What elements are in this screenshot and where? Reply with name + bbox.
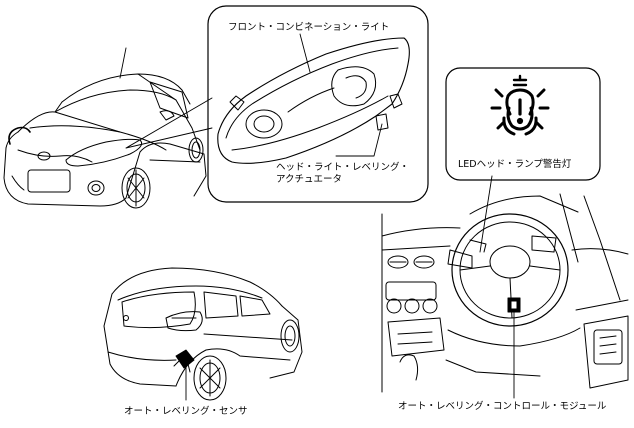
auto-leveling-sensor-label: オート・レベリング・センサ (124, 406, 248, 417)
dashboard-illustration (381, 193, 629, 399)
leveling-actuator-label-line1: ヘッド・ライト・レベリング・ (276, 162, 410, 173)
rear-car-illustration (103, 267, 303, 401)
headlamp-leveling-warning-icon (490, 74, 550, 136)
led-headlamp-warning-lamp-label: LEDヘッド・ランプ警告灯 (458, 159, 572, 170)
warning-lamp-box (445, 67, 601, 253)
callout-connector (125, 97, 213, 149)
headlamp-callout (207, 5, 429, 203)
front-car-illustration (3, 47, 207, 209)
front-combination-light-label: フロント・コンビネーション・ライト (228, 22, 390, 33)
auto-leveling-control-module-label: オート・レベリング・コントロール・モジュール (398, 401, 607, 412)
leveling-actuator-label-line2: アクチュエータ (276, 174, 343, 185)
